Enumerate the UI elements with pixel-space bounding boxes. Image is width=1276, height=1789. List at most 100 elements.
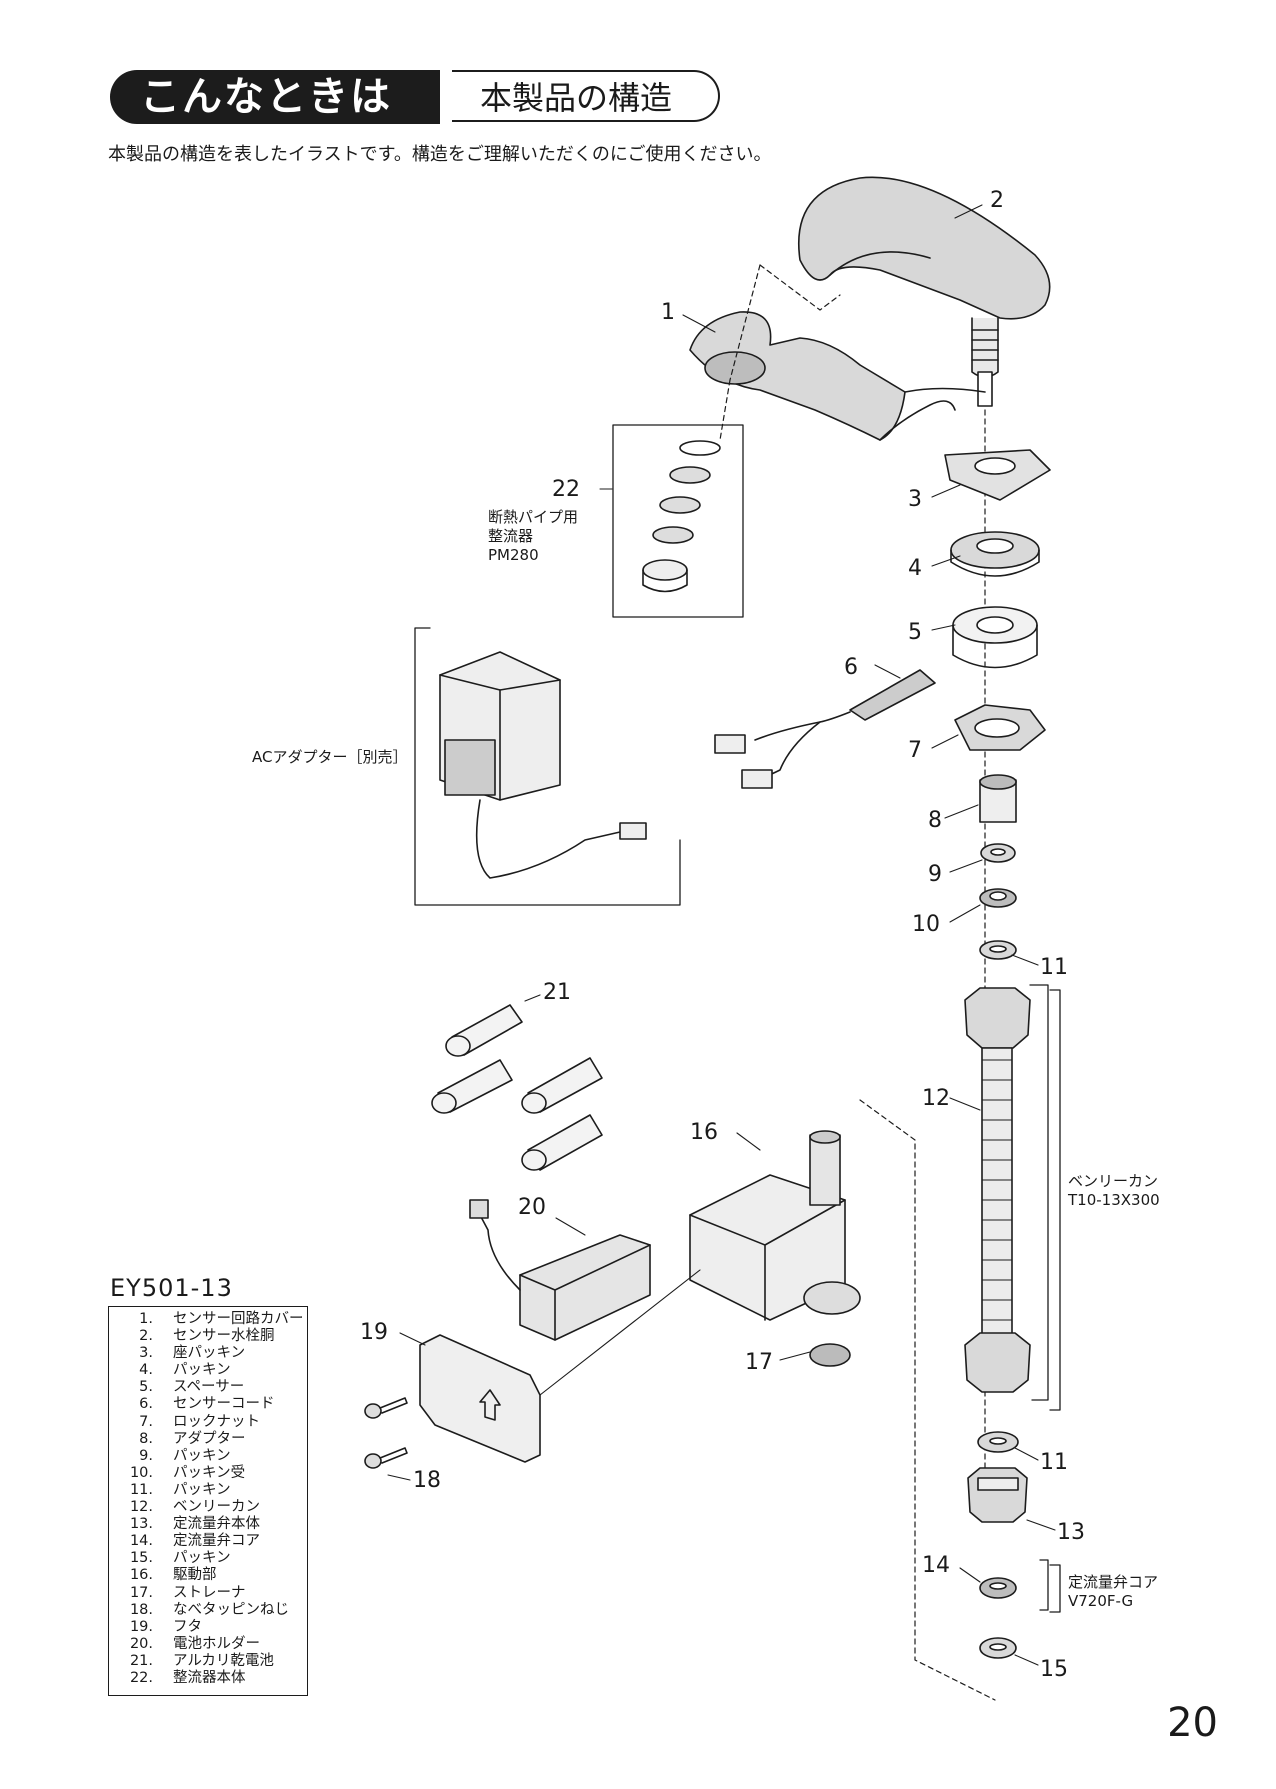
sensor-cord [714,669,936,789]
list-item: 16. 駆動部 [109,1567,307,1584]
list-item: 8.アダプター [109,1431,307,1448]
section-title: 本製品の構造 [452,70,720,122]
hose-note: ベンリーカン T10-13X300 [1068,1172,1160,1210]
callout-21: 21 [543,980,571,1005]
list-item: 6. センサーコード [109,1396,307,1413]
part-number: 5. [139,1379,153,1396]
callout-14: 14 [922,1553,950,1578]
callout-11-bottom: 11 [1040,1450,1068,1475]
part-name: ロックナット [173,1413,260,1430]
battery-cover [419,1334,541,1463]
part-number: 20. [129,1635,153,1652]
callout-13: 13 [1057,1520,1085,1545]
part-name: スペーサー [173,1379,245,1396]
hose-note-line: T10-13X300 [1068,1191,1160,1209]
part-name: パッキン [173,1550,231,1567]
part-name: パッキン [173,1362,231,1379]
part-number: 9. [139,1447,153,1464]
part-name: 駆動部 [173,1567,217,1584]
callout-16: 16 [690,1120,718,1145]
list-item: 3.座パッキン [109,1345,307,1362]
seat-packing [944,449,1051,501]
callout-2: 2 [990,188,1004,213]
callout-10: 10 [912,912,940,937]
list-item: 2. センサー水栓胴 [109,1328,307,1345]
part-number: 17. [129,1584,153,1601]
list-item: 15. パッキン [109,1550,307,1567]
intro-text: 本製品の構造を表したイラストです。構造をご理解いただくのにご使用ください。 [108,144,772,165]
sensor-cover [689,311,986,441]
part-number: 21. [129,1652,153,1669]
callout-3: 3 [908,487,922,512]
callout-7: 7 [908,738,922,763]
aerator-note: 断熱パイプ用 整流器 PM280 [488,508,578,565]
part-number: 13. [129,1516,153,1533]
list-item: 22.整流器本体 [109,1670,307,1687]
strainer [809,1343,851,1367]
drive-unit [689,1130,861,1321]
battery-holder [469,1199,651,1341]
header-separator [440,70,452,124]
part-name: 定流量弁本体 [173,1516,260,1533]
callout-17: 17 [745,1350,773,1375]
callout-5: 5 [908,620,922,645]
part-number: 15. [129,1550,153,1567]
list-item: 21. アルカリ乾電池 [109,1653,307,1670]
faucet-body [798,176,1051,407]
part-name: ベンリーカン [173,1499,260,1516]
valve-core-note-line: V720F-G [1068,1592,1134,1610]
part-name: ストレーナ [173,1584,246,1601]
model-number: EY501-13 [110,1274,233,1302]
part-number: 19. [129,1618,153,1635]
list-item: 1. センサー回路カバー [109,1311,307,1328]
part-number: 18. [129,1601,153,1618]
part-number: 7. [139,1413,153,1430]
callout-20: 20 [518,1195,546,1220]
part-name: パッキン受 [173,1464,246,1481]
callout-18: 18 [413,1468,441,1493]
part-number: 10. [129,1464,153,1481]
part-number: 11. [129,1481,153,1498]
part-name: センサーコード [173,1396,275,1413]
ac-adapter-note: ACアダプター［別売］ [252,748,408,766]
alkaline-batteries [431,1004,603,1171]
callout-8: 8 [928,808,942,833]
part-name: パッキン [173,1481,231,1498]
hose-note-line: ベンリーカン [1068,1172,1159,1190]
list-item: 7. ロックナット [109,1414,307,1431]
callout-9: 9 [928,862,942,887]
section-category: こんなときは [110,70,450,124]
list-item: 20. 電池ホルダー [109,1636,307,1653]
part-name: センサー回路カバー [173,1311,304,1327]
part-number: 4. [139,1362,153,1379]
valve-core-note: 定流量弁コア V720F-G [1068,1573,1158,1611]
part-name: 定流量弁コア [173,1533,260,1550]
aerator-note-line: PM280 [488,546,539,564]
list-item: 11. パッキン [109,1482,307,1499]
callout-22: 22 [552,477,580,502]
part-name: センサー水栓胴 [173,1328,275,1345]
aerator-note-line: 断熱パイプ用 [488,508,579,526]
list-item: 19. フタ [109,1619,307,1636]
callout-19: 19 [360,1320,388,1345]
part-name: フタ [173,1618,202,1635]
part-number: 6. [139,1396,153,1413]
part-number: 22. [129,1669,153,1686]
part-name: パッキン [173,1447,231,1464]
list-item: 9. パッキン [109,1448,307,1465]
part-number: 1. [139,1311,153,1327]
callout-1: 1 [661,300,675,325]
part-name: 座パッキン [173,1345,246,1362]
list-item: 5. スペーサー [109,1379,307,1396]
list-item: 13. 定流量弁本体 [109,1516,307,1533]
part-number: 16. [129,1567,153,1584]
aerator-parts [642,440,721,593]
part-name: アルカリ乾電池 [173,1652,274,1669]
callout-15: 15 [1040,1657,1068,1682]
list-item: 12.ベンリーカン [109,1499,307,1516]
part-name: 電池ホルダー [173,1635,260,1652]
part-name: なべタッピンねじ [173,1601,289,1618]
part-number: 2. [139,1328,153,1345]
tapping-screws [364,1397,408,1469]
